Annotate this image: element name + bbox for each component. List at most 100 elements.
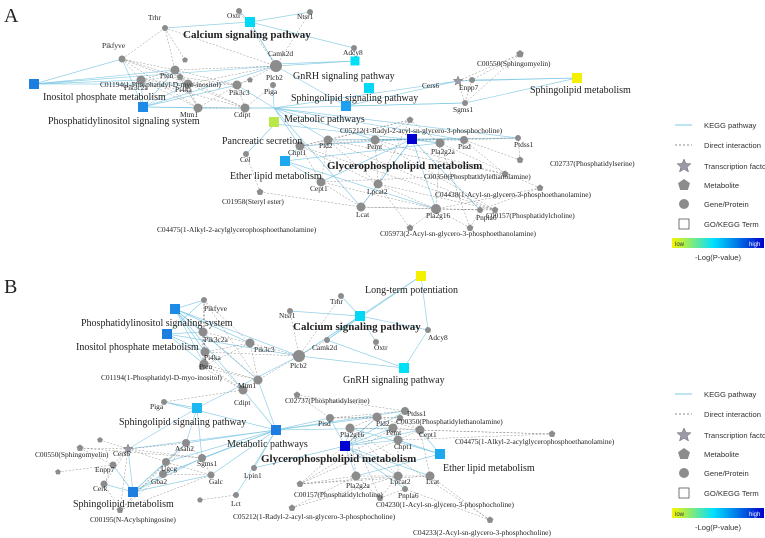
interaction-edge <box>299 139 376 147</box>
interaction-edge <box>249 342 300 357</box>
b-metabolite-extra-3 <box>197 497 203 503</box>
legend-tf-label: Transcription factor <box>704 162 765 171</box>
a-gene-label: Pld2 <box>319 141 333 150</box>
interaction-edge <box>404 488 491 521</box>
kegg-edge <box>245 123 276 155</box>
a-term-sphingolipid-signaling <box>341 101 351 111</box>
interaction-edge <box>439 142 471 229</box>
interaction-edge <box>298 295 342 357</box>
interaction-edge <box>435 208 471 229</box>
interaction-edge <box>165 442 187 463</box>
legend-metabolite-label: Metabolite <box>704 181 739 190</box>
b-gene-label: Plcb2 <box>290 361 307 370</box>
interaction-edge <box>471 53 521 81</box>
b-gene-lct <box>233 492 239 498</box>
b-gene-label: Cers6 <box>113 449 131 458</box>
b-gene-label: Camk2d <box>312 343 337 352</box>
interaction-edge <box>463 137 519 141</box>
a-gene-label: Ntsr1 <box>297 12 314 21</box>
b-gene-pik3c3 <box>245 338 255 348</box>
b-gene-pik3c2a <box>198 327 208 337</box>
kegg-edge <box>185 407 198 444</box>
panel-letter-b: B <box>4 276 17 298</box>
a-gene-label: Oxtr <box>227 11 241 20</box>
a-gene-pik3c2a <box>136 75 146 85</box>
a-gene-label: Cel <box>240 155 250 164</box>
interaction-edge <box>299 145 379 185</box>
b-pathway-glycerophospholipid-label: Glycerophospholipid metabolism <box>261 453 416 465</box>
a-metabolite-acyl-pe <box>536 184 544 191</box>
b-gene-sgms1 <box>198 454 206 462</box>
kegg-edge <box>242 389 277 431</box>
interaction-edge <box>360 183 379 208</box>
b-gene-oxtr <box>373 339 379 345</box>
legend-b: KEGG pathway Direct interaction Transcri… <box>672 390 765 532</box>
b-gene-pi4ka <box>200 347 210 357</box>
b-gene-label: Cdipt <box>234 398 251 407</box>
kegg-edge <box>166 299 205 335</box>
interaction-edge <box>199 494 237 501</box>
interaction-edge <box>327 119 411 141</box>
interaction-edge <box>374 139 506 175</box>
a-gene-sgms1 <box>462 100 468 106</box>
b-gene-galc <box>207 471 215 479</box>
legend-square-icon <box>678 218 690 230</box>
kegg-edge <box>142 65 277 108</box>
interaction-edge <box>299 475 399 485</box>
interaction-edge <box>349 427 491 521</box>
a-term-gnrh-2 <box>364 83 374 93</box>
interaction-edge <box>197 84 238 109</box>
a-metabolite-label: C00157(Phosphatidylcholine) <box>486 211 575 220</box>
b-gene-label: Ntsr1 <box>279 311 296 320</box>
interaction-edge <box>121 58 142 81</box>
kegg-edge <box>249 21 355 49</box>
interaction-edge <box>299 475 431 485</box>
interaction-edge <box>374 119 411 141</box>
a-pathway-glycerophospholipid-label: Glycerophospholipid metabolism <box>327 160 482 172</box>
b-term-pi-signaling <box>170 304 180 314</box>
interaction-edge <box>289 310 300 357</box>
a-pathway-sphingolipid-metabolism-label: Sphingolipid metabolism <box>530 85 631 96</box>
b-gene-ugcg <box>162 458 170 466</box>
b-gene-plcb2 <box>293 350 305 362</box>
kegg-edge <box>273 80 459 109</box>
b-gene-cept1 <box>415 425 425 435</box>
interaction-edge <box>140 76 181 81</box>
interaction-edge <box>119 461 167 511</box>
a-gene-lpcat2 <box>373 179 383 189</box>
b-metabolite-label: C02737(Phosphatidylserine) <box>285 396 370 405</box>
a-gene-label: Adcy8 <box>343 48 363 57</box>
interaction-edge <box>374 137 519 141</box>
a-term-gnrh <box>350 56 360 66</box>
a-gene-pten <box>170 65 180 75</box>
kegg-edge <box>236 84 275 109</box>
a-gene-label: Sgms1 <box>453 105 473 114</box>
a-gene-label: Cept1 <box>310 184 328 193</box>
interaction-edge <box>374 139 379 185</box>
b-term-ether <box>435 449 445 459</box>
a-term-pi-signaling <box>138 102 148 112</box>
b-gene-ntsr1 <box>287 308 293 314</box>
a-gene-pemt <box>370 135 380 145</box>
interaction-edge <box>435 142 441 210</box>
a-metabolite-extra-2 <box>182 57 188 63</box>
b-gene-label: Enpp7 <box>95 465 115 474</box>
b-gene-lpin1 <box>251 465 257 471</box>
legend-pentagon-icon <box>678 179 690 190</box>
a-gene-label: Pik3c2a <box>124 83 149 92</box>
b-gene-label: Pld2 <box>376 419 390 428</box>
b-pathway-inositol-label: Inositol phosphate metabolism <box>76 342 199 353</box>
b-metabolite-pe <box>396 414 404 421</box>
b-gene-label: Pnpla6 <box>398 491 419 500</box>
interaction-edge <box>349 427 357 477</box>
interaction-edge <box>435 208 496 211</box>
a-pathway-pi-signaling-label: Phosphatidylinositol signaling system <box>48 116 200 127</box>
kegg-edge <box>166 333 206 353</box>
kegg-edge <box>397 439 441 455</box>
b-gene-label: Lpin1 <box>244 471 262 480</box>
b-gene-cerk <box>100 480 108 488</box>
legend-square-icon <box>678 487 690 499</box>
interaction-edge <box>296 394 331 419</box>
kegg-edge <box>275 417 331 431</box>
